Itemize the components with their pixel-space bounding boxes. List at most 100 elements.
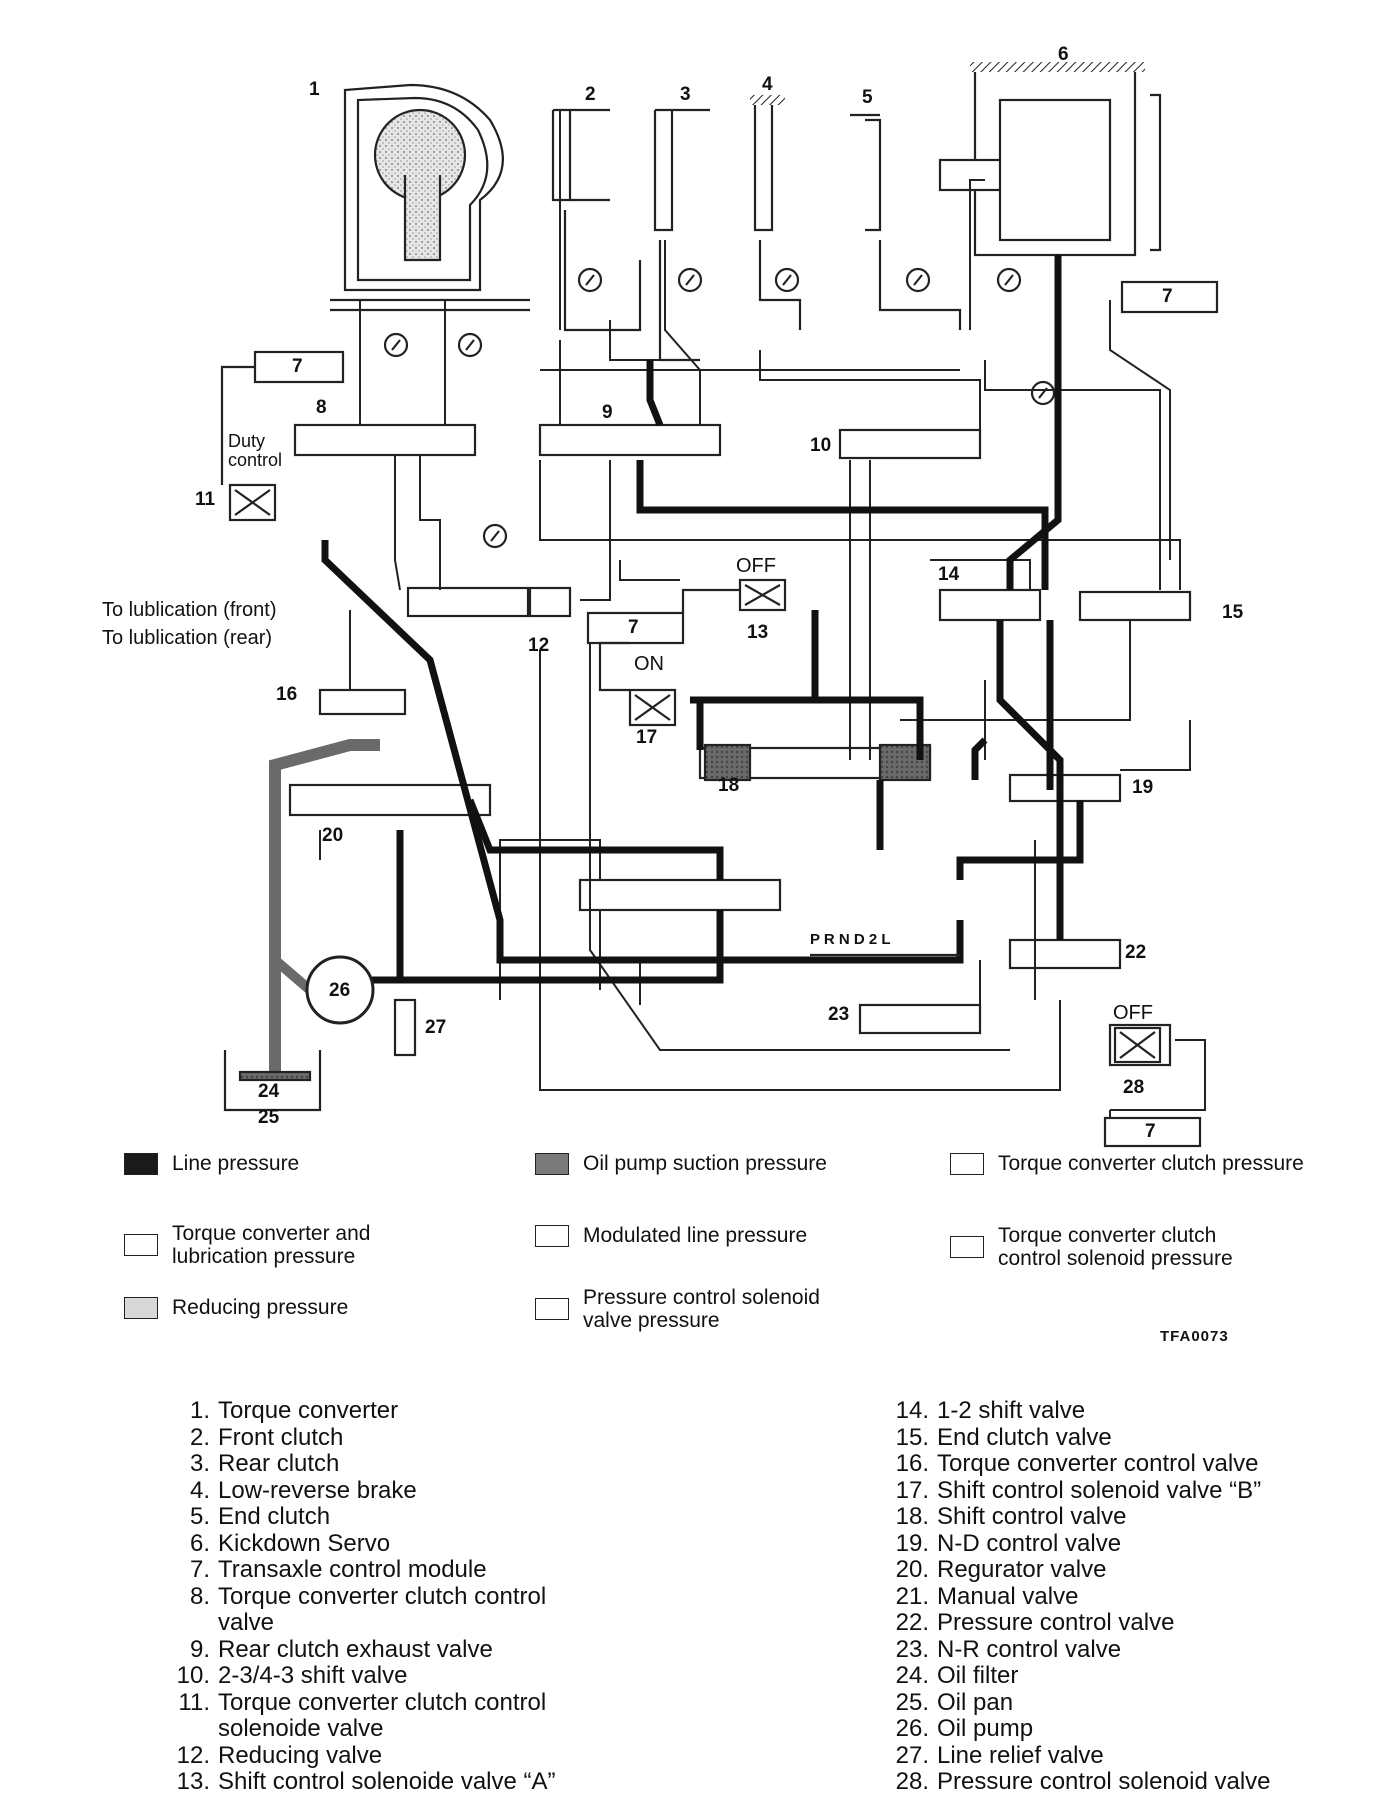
gear-selector-positions: P R N D 2 L — [810, 931, 891, 948]
callout-17: 17 — [636, 727, 658, 748]
list-item: 19.N-D control valve — [885, 1529, 1271, 1558]
list-item: 8.Torque converter clutch control valve — [166, 1582, 556, 1637]
solenoid-13-state: OFF — [736, 555, 776, 577]
legend-label: Pressure control solenoid valve pressure — [583, 1286, 820, 1333]
list-item-text: Low-reverse brake — [218, 1476, 417, 1504]
list-item-number: 21. — [895, 1582, 929, 1610]
legend-item-pcs-pressure: Pressure control solenoid valve pressure — [535, 1286, 820, 1332]
callout-20: 20 — [322, 825, 344, 846]
callout-19: 19 — [1132, 777, 1154, 798]
list-item-text: Oil pump — [937, 1715, 1034, 1742]
list-item: 7. Transaxle control module — [166, 1556, 556, 1584]
signal-wire — [598, 641, 630, 692]
legend-swatch — [535, 1298, 569, 1321]
callout-9: 9 — [602, 402, 613, 423]
list-item-number: 7. — [189, 1556, 210, 1583]
callout-2: 2 — [585, 84, 596, 105]
list-item: 11. Torque converter clutch control solen… — [166, 1688, 556, 1743]
list-item-number: 20. — [895, 1556, 929, 1583]
list-item-text: Shift control valve — [937, 1503, 1127, 1530]
legend-label: Torque converter clutch pressure — [998, 1152, 1304, 1175]
to-lubrication-front-label: To lublication (front) — [102, 599, 277, 621]
list-item: 4.Low-reverse brake — [166, 1476, 556, 1505]
list-item: 10.2-3/4-3 shift valve — [166, 1662, 556, 1690]
list-item-number: 12. — [176, 1741, 210, 1769]
list-item: 21.Manual valve — [885, 1582, 1271, 1611]
list-item: 1.Torque converter — [166, 1397, 556, 1425]
callout-22: 22 — [1125, 942, 1147, 963]
list-item-number: 18. — [895, 1503, 929, 1530]
list-item-number: 11. — [178, 1688, 210, 1716]
torque-converter — [330, 83, 530, 312]
figure-code: TFA0073 — [1160, 1328, 1229, 1345]
list-item-text: Oil pan — [937, 1688, 1014, 1716]
line-relief-valve — [393, 998, 417, 1057]
legend-item-line-pressure: Line pressure — [124, 1152, 299, 1175]
callout-6: 6 — [1058, 44, 1069, 65]
list-item: 17. Shift control solenoid valve “B” — [885, 1476, 1271, 1505]
list-item-number: 9. — [189, 1635, 210, 1663]
list-item: 20. Regurator valve — [885, 1556, 1271, 1584]
legend-swatch — [124, 1152, 158, 1175]
solenoid-17-state: ON — [634, 653, 664, 675]
callout-26: 26 — [329, 980, 351, 1001]
callout-24: 24 — [258, 1081, 280, 1102]
legend-item-tcc-pressure: Torque converter clutch pressure — [950, 1152, 1304, 1175]
callout-18: 18 — [718, 775, 740, 796]
list-item: 16. Torque converter control valve — [885, 1450, 1271, 1478]
list-item-text: Transaxle control module — [218, 1556, 487, 1583]
list-item-text: Rear clutch — [218, 1450, 340, 1477]
duty-control-label: Duty control — [228, 431, 283, 470]
callout-7-b: 7 — [1162, 286, 1173, 307]
list-item-text: Oil filter — [937, 1662, 1019, 1689]
legend-label: Line pressure — [172, 1152, 300, 1175]
callout-25: 25 — [258, 1107, 280, 1128]
list-item-text: Torque converter control valve — [937, 1450, 1259, 1477]
list-item: 26. Oil pump — [885, 1715, 1271, 1743]
list-item-text: Shift control solenoid valve “B” — [937, 1476, 1262, 1504]
list-item: 14.1-2 shift valve — [885, 1397, 1271, 1425]
list-item-number: 19. — [895, 1529, 929, 1557]
callout-15: 15 — [1222, 602, 1244, 623]
list-item-text: Pressure control solenoid valve — [937, 1768, 1271, 1795]
list-item: 6.Kickdown Servo — [166, 1529, 556, 1558]
callout-16: 16 — [276, 684, 298, 705]
list-item-text: Torque converter — [218, 1397, 399, 1424]
legend-swatch — [124, 1234, 158, 1257]
list-item-number: 5. — [189, 1503, 210, 1530]
callout-5: 5 — [862, 87, 873, 108]
list-item: 25.Oil pan — [885, 1688, 1271, 1717]
list-item: 23.N-R control valve — [885, 1636, 1271, 1664]
list-item: 12.Reducing valve — [166, 1741, 556, 1770]
callout-3: 3 — [680, 84, 691, 105]
list-item-text: 2-3/4-3 shift valve — [218, 1662, 408, 1689]
list-item-text: Regurator valve — [937, 1556, 1107, 1583]
list-item-number: 26. — [895, 1715, 929, 1742]
callout-27: 27 — [425, 1017, 447, 1038]
list-item: 18. Shift control valve — [885, 1503, 1271, 1531]
list-item-number: 28. — [895, 1768, 929, 1795]
legend-label: Torque converter clutch control solenoid… — [998, 1224, 1233, 1271]
legend-label: Reducing pressure — [172, 1296, 349, 1319]
suction-passage — [271, 956, 314, 994]
pressure-gauge-group — [383, 267, 1056, 549]
list-item: 24.Oil filter — [885, 1662, 1271, 1690]
kickdown-servo — [938, 62, 1162, 257]
list-item-number: 6. — [189, 1529, 210, 1557]
callout-7-a: 7 — [292, 356, 303, 377]
list-item-text: Torque converter clutch control solenoid… — [218, 1688, 547, 1742]
list-item-number: 17. — [895, 1476, 929, 1504]
callout-1: 1 — [309, 79, 320, 100]
signal-wire — [220, 365, 255, 485]
signal-wire — [681, 588, 740, 613]
list-item-text: Line relief valve — [937, 1741, 1104, 1769]
list-item-number: 16. — [895, 1450, 929, 1477]
solenoid-valves — [228, 483, 1162, 1064]
shift-control-valve-end — [703, 743, 752, 782]
list-item-number: 8. — [189, 1582, 210, 1610]
legend-item-oil-pump-suction: Oil pump suction pressure — [535, 1152, 827, 1175]
tcm-box — [1103, 1116, 1202, 1148]
legend-item-modulated-line: Modulated line pressure — [535, 1224, 807, 1247]
list-item-text: Front clutch — [218, 1423, 344, 1451]
